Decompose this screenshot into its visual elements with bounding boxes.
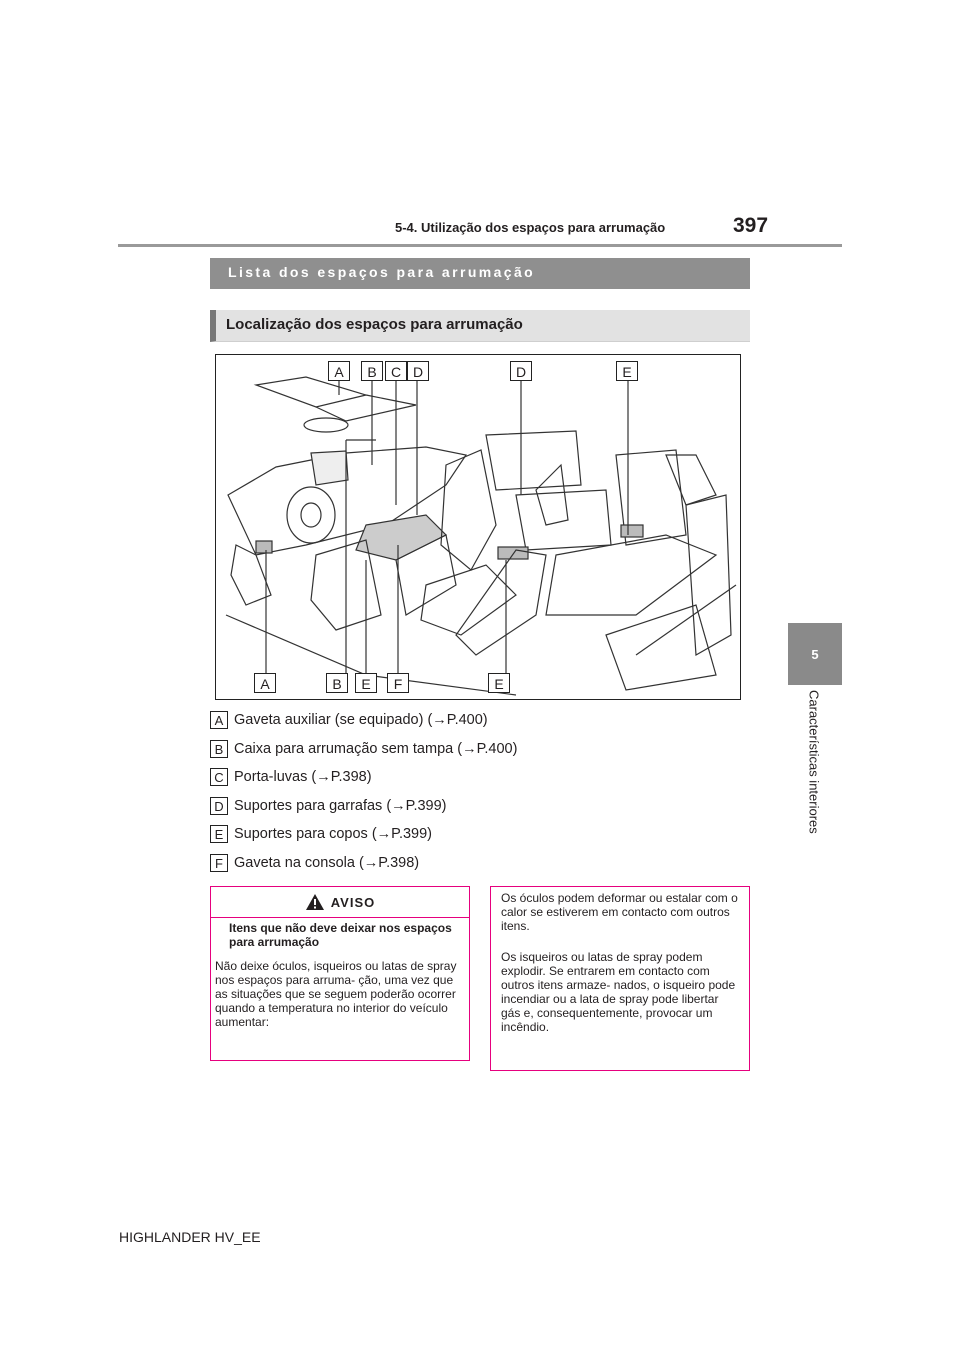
legend-text[interactable]: Gaveta na consola (→P.398) bbox=[234, 855, 420, 871]
callout-bottom-a: A bbox=[254, 673, 276, 693]
header-divider bbox=[118, 244, 842, 247]
legend-text[interactable]: Caixa para arrumação sem tampa (→P.400) bbox=[234, 741, 518, 757]
section-title: 5-4. Utilização dos espaços para arrumaç… bbox=[395, 220, 666, 235]
car-interior-drawing bbox=[225, 376, 737, 696]
legend-item: C Porta-luvas (→P.398) bbox=[210, 767, 372, 787]
warning-titlebar: AVISO bbox=[211, 887, 469, 918]
legend-letter: E bbox=[210, 825, 228, 843]
legend-text[interactable]: Gaveta auxiliar (se equipado) (→P.400) bbox=[234, 712, 488, 728]
callout-top-a: A bbox=[328, 361, 350, 381]
callout-bottom-e: E bbox=[355, 673, 377, 693]
legend-letter: A bbox=[210, 711, 228, 729]
warning-body: Não deixe óculos, isqueiros ou latas de … bbox=[215, 959, 457, 1029]
legend-item: D Suportes para garrafas (→P.399) bbox=[210, 796, 447, 816]
legend-item: B Caixa para arrumação sem tampa (→P.400… bbox=[210, 739, 517, 759]
interior-illustration: A B C D D E A B E F E bbox=[215, 354, 741, 700]
legend-item: F Gaveta na consola (→P.398) bbox=[210, 853, 419, 873]
warning-subtitle: Itens que não deve deixar nos espaços pa… bbox=[229, 921, 452, 949]
sub-heading: Localização dos espaços para arrumação bbox=[210, 310, 750, 342]
legend-text[interactable]: Suportes para garrafas (→P.399) bbox=[234, 798, 447, 814]
legend-text[interactable]: Porta-luvas (→P.398) bbox=[234, 769, 372, 785]
warning-paragraph: Os óculos podem deformar ou estalar com … bbox=[501, 891, 738, 933]
callout-top-c: C bbox=[385, 361, 407, 381]
callout-bottom-e2: E bbox=[488, 673, 510, 693]
legend-text[interactable]: Suportes para copos (→P.399) bbox=[234, 826, 433, 842]
callout-top-e: E bbox=[616, 361, 638, 381]
warning-continued-box: Os óculos podem deformar ou estalar com … bbox=[490, 886, 750, 1071]
footer-model: HIGHLANDER HV_EE bbox=[119, 1229, 261, 1245]
callout-bottom-b: B bbox=[326, 673, 348, 693]
page-number: 397 bbox=[733, 214, 769, 237]
legend-letter: B bbox=[210, 740, 228, 758]
warning-triangle-icon bbox=[305, 894, 324, 910]
legend-letter: D bbox=[210, 797, 228, 815]
warning-paragraph: Os isqueiros ou latas de spray podem exp… bbox=[501, 950, 736, 1034]
legend-item: E Suportes para copos (→P.399) bbox=[210, 824, 432, 844]
callout-top-d2: D bbox=[510, 361, 532, 381]
warning-title: AVISO bbox=[330, 894, 376, 910]
chapter-tab[interactable]: 5 bbox=[788, 623, 842, 685]
callout-top-b: B bbox=[361, 361, 383, 381]
legend-letter: F bbox=[210, 854, 228, 872]
callout-bottom-f: F bbox=[387, 673, 409, 693]
main-heading: Lista dos espaços para arrumação bbox=[210, 258, 750, 289]
chapter-title-text: Características interiores bbox=[806, 690, 822, 834]
legend-item: A Gaveta auxiliar (se equipado) (→P.400) bbox=[210, 710, 488, 730]
legend-letter: C bbox=[210, 768, 228, 786]
chapter-title: Características interiores bbox=[802, 690, 826, 890]
chapter-number: 5 bbox=[811, 646, 819, 662]
callout-top-d: D bbox=[407, 361, 429, 381]
warning-box: AVISO Itens que não deve deixar nos espa… bbox=[210, 886, 470, 1061]
